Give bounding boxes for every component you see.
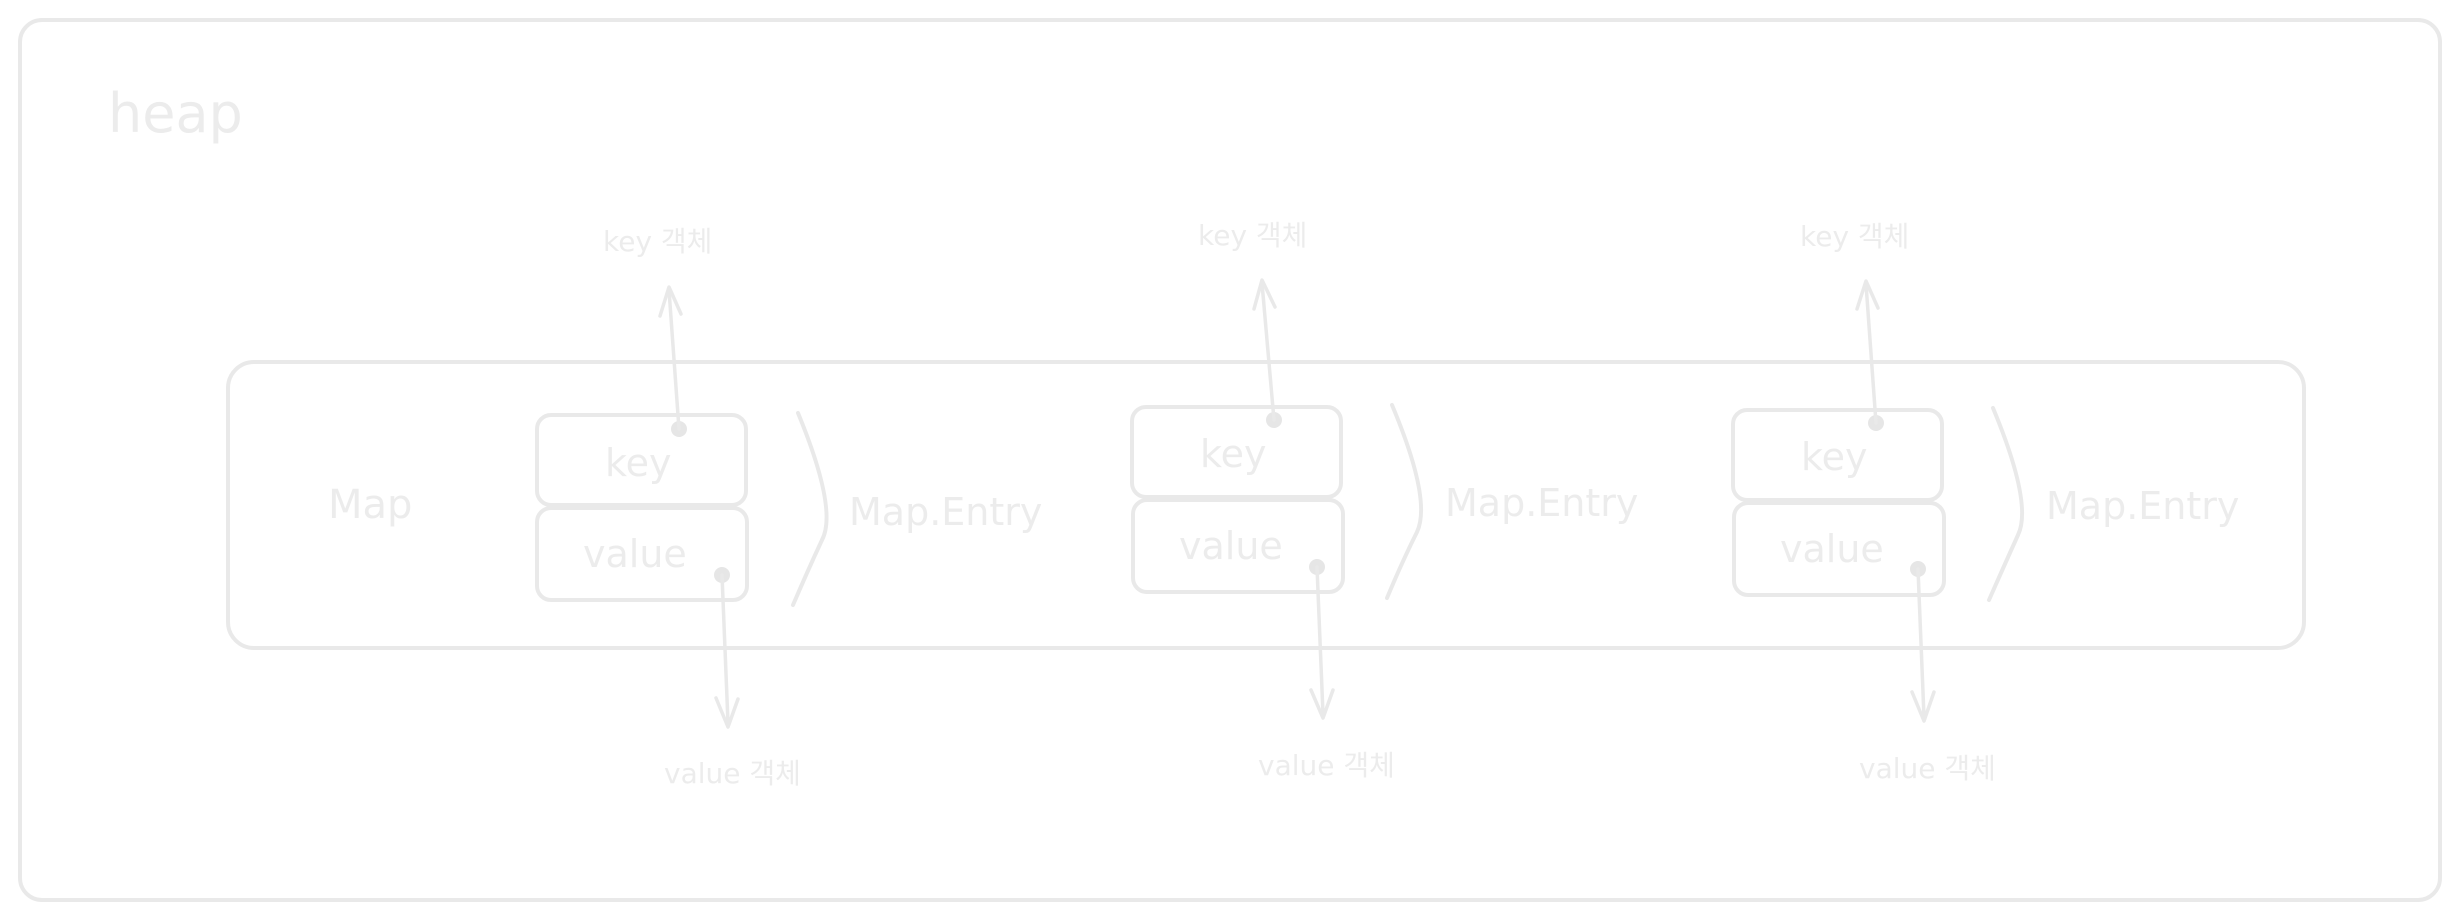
- value-field-box: [1131, 498, 1345, 594]
- value-field-label: value: [1179, 524, 1283, 568]
- key-object-label: key 객체: [603, 225, 712, 258]
- map-entry-1: key value Map.Entry key 객체 value 객체: [535, 225, 1042, 790]
- value-arrowhead: [1910, 690, 1936, 723]
- key-field-box: [1130, 405, 1343, 499]
- value-object-label: value 객체: [1859, 752, 1996, 785]
- key-pointer-arrow: [1260, 281, 1276, 422]
- value-field-box: [535, 506, 749, 602]
- key-arrowhead: [1855, 279, 1880, 311]
- key-field-label: key: [605, 441, 672, 485]
- value-pointer-arrow: [720, 573, 730, 725]
- key-field-box: [535, 413, 748, 507]
- key-field-label: key: [1200, 432, 1267, 476]
- map-label: Map: [328, 482, 412, 528]
- value-arrowhead: [714, 696, 740, 729]
- map-entry-2: key value Map.Entry key 객체 value 객체: [1130, 219, 1638, 782]
- key-pointer-arrow: [1864, 282, 1878, 425]
- value-pointer-arrow: [1315, 565, 1325, 716]
- map-container: [226, 360, 2306, 650]
- value-field-label: value: [583, 532, 687, 576]
- entry-brace: [791, 411, 829, 607]
- key-field-box: [1731, 408, 1944, 502]
- value-pointer-arrow: [1916, 567, 1926, 719]
- key-arrowhead: [658, 285, 683, 318]
- value-object-label: value 객체: [664, 757, 801, 790]
- value-field-label: value: [1780, 527, 1884, 571]
- key-object-label: key 객체: [1198, 219, 1307, 252]
- entry-brace: [1987, 406, 2025, 602]
- key-pointer-arrow: [667, 288, 681, 431]
- value-object-label: value 객체: [1258, 749, 1395, 782]
- value-field-box: [1732, 501, 1946, 597]
- map-entry-3: key value Map.Entry key 객체 value 객체: [1731, 220, 2239, 785]
- key-object-label: key 객체: [1800, 220, 1909, 253]
- entry-brace: [1385, 403, 1424, 600]
- heap-label: heap: [108, 82, 243, 145]
- key-arrowhead: [1252, 278, 1277, 311]
- entry-label: Map.Entry: [1445, 481, 1638, 525]
- entry-label: Map.Entry: [849, 490, 1042, 534]
- key-field-label: key: [1801, 435, 1868, 479]
- heap-container: [18, 18, 2442, 902]
- value-arrowhead: [1309, 688, 1335, 720]
- entry-label: Map.Entry: [2046, 484, 2239, 528]
